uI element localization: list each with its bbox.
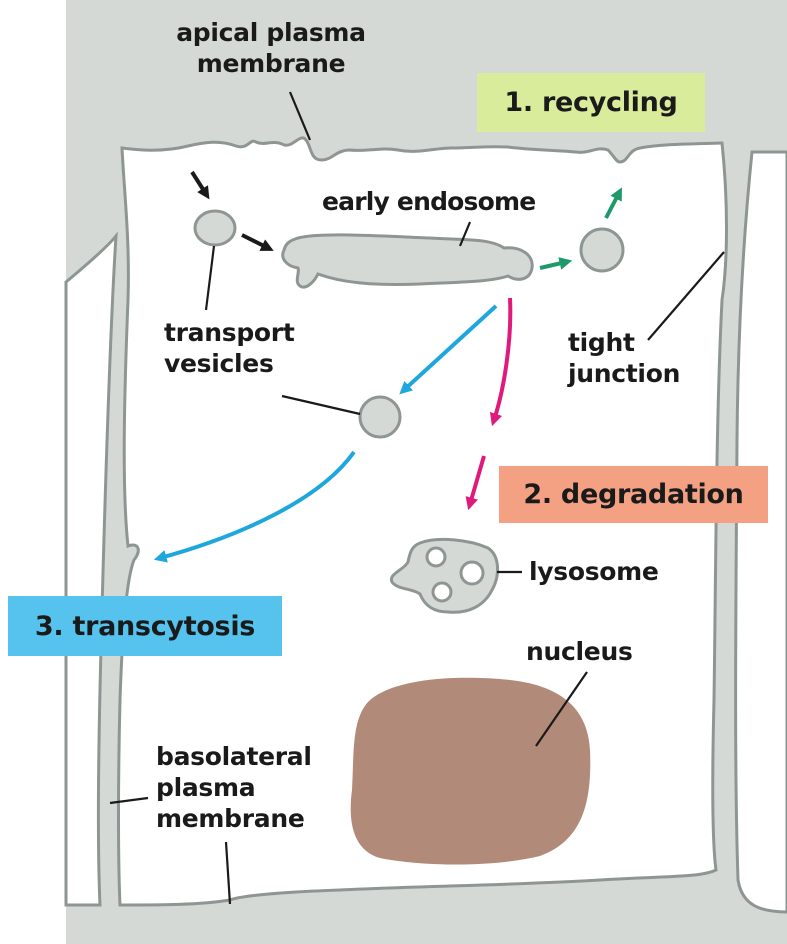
transport-vesicles-label: transport vesicles (164, 317, 294, 379)
transport-label-line1: transport (164, 317, 294, 348)
endocytic-vesicle (195, 211, 235, 245)
degradation-label: 2. degradation (523, 479, 743, 510)
nucleus-label: nucleus (526, 636, 633, 667)
basolateral-label-line2: plasma (156, 772, 312, 803)
basolateral-membrane-label: basolateral plasma membrane (156, 741, 312, 834)
degradation-box: 2. degradation (499, 466, 768, 523)
apical-label-line2: membrane (166, 48, 376, 79)
transcytosis-vesicle (360, 397, 400, 437)
right-neighbor-cell (736, 152, 787, 912)
lysosome-label: lysosome (529, 556, 659, 587)
tight-label-line2: junction (568, 358, 680, 389)
recycling-vesicle (581, 229, 623, 271)
basolateral-label-line3: membrane (156, 803, 312, 834)
transcytosis-box: 3. transcytosis (8, 596, 282, 656)
basolateral-label-line1: basolateral (156, 741, 312, 772)
apical-label-line1: apical plasma (166, 17, 376, 48)
tight-junction-label: tight junction (568, 327, 680, 389)
apical-membrane-label: apical plasma membrane (166, 17, 376, 79)
early-endosome-label: early endosome (322, 186, 535, 217)
recycling-label: 1. recycling (504, 87, 677, 118)
recycling-box: 1. recycling (477, 73, 705, 132)
nucleus-shape (351, 678, 591, 865)
tight-label-line1: tight (568, 327, 680, 358)
transport-label-line2: vesicles (164, 348, 294, 379)
transcytosis-label: 3. transcytosis (35, 611, 255, 642)
